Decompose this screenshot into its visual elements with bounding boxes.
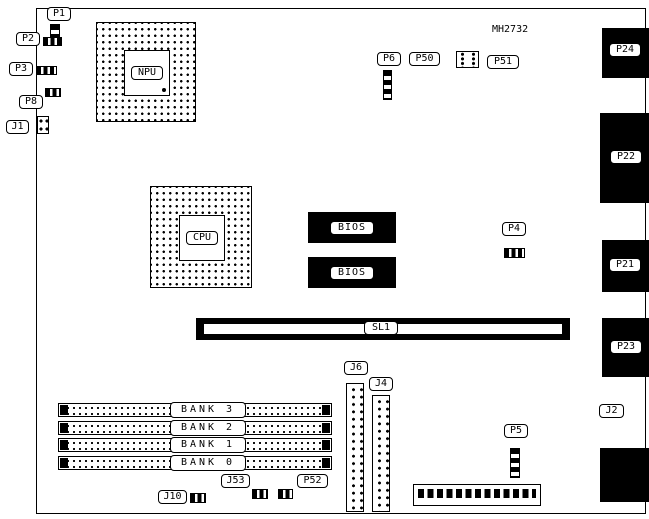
bios-chip-upper: BIOS (308, 212, 396, 243)
pin1-dot (162, 88, 166, 92)
bios-chip-lower: BIOS (308, 257, 396, 288)
npu-chip: NPU (96, 22, 196, 122)
port-p21: P21 (602, 240, 649, 292)
p21-label: P21 (609, 258, 641, 272)
p2-connector (43, 37, 62, 46)
p8-label: P8 (19, 95, 43, 109)
j53-label: J53 (221, 474, 250, 488)
j4-label: J4 (369, 377, 393, 391)
power-connector (413, 484, 541, 506)
p3-label: P3 (9, 62, 33, 76)
p4-connector (504, 248, 525, 258)
p1-label: P1 (47, 7, 71, 21)
j10-connector (190, 493, 206, 503)
j1-label: J1 (6, 120, 29, 134)
j1-connector (37, 116, 49, 134)
p6-label: P6 (377, 52, 401, 66)
cpu-label: CPU (186, 231, 218, 245)
p5-label: P5 (504, 424, 528, 438)
bios-lower-label: BIOS (330, 265, 374, 280)
bank0-label: BANK 0 (170, 455, 246, 471)
board-title: MH2732 (492, 24, 529, 35)
p4-label: P4 (502, 222, 526, 236)
j6-label: J6 (344, 361, 368, 375)
port-p23: P23 (602, 318, 649, 377)
j4-pin-header (372, 395, 390, 512)
sl1-label: SL1 (364, 321, 398, 335)
npu-label: NPU (131, 66, 163, 80)
sl1-slot: SL1 (196, 318, 570, 340)
p52-connector (278, 489, 293, 499)
p51-label: P51 (487, 55, 519, 69)
p3-connector (36, 66, 57, 75)
p8-connector (45, 88, 61, 97)
port-bottom-right (600, 448, 649, 502)
p22-label: P22 (610, 150, 642, 164)
p24-label: P24 (609, 43, 641, 57)
j6-pin-header (346, 383, 364, 512)
p52-label: P52 (297, 474, 328, 488)
j10-label: J10 (158, 490, 187, 504)
j2-label: J2 (599, 404, 624, 418)
bank1-label: BANK 1 (170, 437, 246, 453)
npu-chip-core: NPU (124, 50, 170, 96)
p6-connector (383, 70, 392, 100)
p50-label: P50 (409, 52, 440, 66)
bank2-label: BANK 2 (170, 420, 246, 436)
p50-p51-connector (456, 51, 479, 68)
p2-label: P2 (16, 32, 40, 46)
bios-upper-label: BIOS (330, 220, 374, 235)
bank3-label: BANK 3 (170, 402, 246, 418)
port-p22: P22 (600, 113, 649, 203)
port-p24: P24 (602, 28, 649, 78)
p5-connector (510, 448, 520, 478)
j53-connector (252, 489, 268, 499)
cpu-chip: CPU (150, 186, 252, 288)
cpu-chip-core: CPU (179, 215, 225, 261)
p23-label: P23 (610, 340, 642, 354)
